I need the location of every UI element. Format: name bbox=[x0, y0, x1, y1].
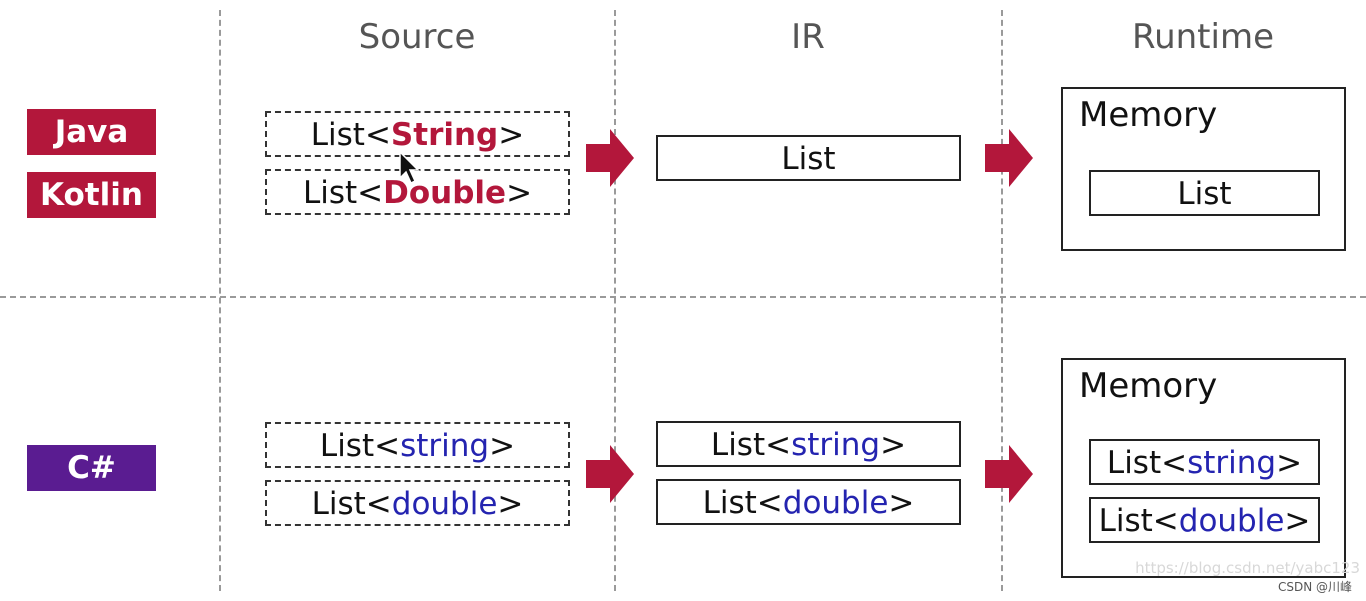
box-text-prefix: List< bbox=[319, 428, 401, 464]
ir-box-list: List bbox=[656, 135, 961, 181]
mouse-cursor-icon bbox=[399, 150, 420, 185]
language-badge-kotlin: Kotlin bbox=[27, 172, 156, 218]
box-text-suffix: > bbox=[506, 175, 533, 211]
arrow-right-icon bbox=[985, 129, 1033, 187]
box-type-arg: double bbox=[782, 485, 889, 521]
column-header-ir: IR bbox=[791, 17, 825, 57]
watermark-url: https://blog.csdn.net/yabc123 bbox=[1135, 559, 1360, 577]
box-text-suffix: > bbox=[888, 485, 915, 521]
divider-lang-source bbox=[219, 10, 221, 591]
box-text-suffix: > bbox=[489, 428, 516, 464]
ir-box-list-double: List<double> bbox=[656, 479, 961, 525]
box-text-suffix: > bbox=[498, 117, 525, 153]
arrow-right-icon bbox=[586, 129, 634, 187]
box-text-prefix: List< bbox=[1106, 445, 1188, 481]
memory-box-list: List bbox=[1089, 170, 1320, 216]
box-type-arg: String bbox=[390, 117, 499, 153]
box-type-arg: Double bbox=[383, 175, 507, 211]
column-header-source: Source bbox=[358, 17, 476, 57]
credit-text: CSDN @川峰 bbox=[1277, 580, 1352, 594]
source-box-list-string: List<string> bbox=[265, 422, 570, 468]
box-type-arg: double bbox=[1178, 503, 1285, 539]
box-type-arg: string bbox=[1187, 445, 1277, 481]
box-type-arg: double bbox=[391, 486, 498, 522]
box-type-arg: string bbox=[400, 428, 490, 464]
divider-ir-runtime bbox=[1001, 10, 1003, 591]
runtime-memory-clr: Memory List<string> List<double> bbox=[1061, 358, 1346, 578]
memory-box-list-string: List<string> bbox=[1089, 439, 1320, 485]
box-text-suffix: > bbox=[1284, 503, 1311, 539]
column-header-runtime: Runtime bbox=[1131, 17, 1274, 57]
box-text-prefix: List< bbox=[302, 175, 384, 211]
box-text-prefix: List< bbox=[311, 486, 392, 522]
source-box-list-double: List<double> bbox=[265, 480, 570, 526]
box-type-arg: string bbox=[791, 427, 881, 463]
box-text-prefix: List< bbox=[310, 117, 391, 153]
ir-box-list-string: List<string> bbox=[656, 421, 961, 467]
box-text-suffix: > bbox=[880, 427, 907, 463]
box-text-suffix: > bbox=[1276, 445, 1303, 481]
source-box-list-double: List<Double> bbox=[265, 169, 570, 215]
divider-source-ir bbox=[614, 10, 616, 591]
source-box-list-string: List<String> bbox=[265, 111, 570, 157]
runtime-memory-jvm: Memory List bbox=[1061, 87, 1346, 251]
box-text-prefix: List< bbox=[1098, 503, 1179, 539]
memory-title: Memory bbox=[1079, 366, 1218, 406]
divider-rows bbox=[0, 296, 1366, 298]
memory-box-list-double: List<double> bbox=[1089, 497, 1320, 543]
language-badge-java: Java bbox=[27, 109, 156, 155]
box-text-prefix: List< bbox=[702, 485, 783, 521]
box-text-prefix: List< bbox=[710, 427, 792, 463]
arrow-right-icon bbox=[586, 445, 634, 503]
arrow-right-icon bbox=[985, 445, 1033, 503]
memory-title: Memory bbox=[1079, 95, 1218, 135]
language-badge-csharp: C# bbox=[27, 445, 156, 491]
box-text-suffix: > bbox=[497, 486, 524, 522]
